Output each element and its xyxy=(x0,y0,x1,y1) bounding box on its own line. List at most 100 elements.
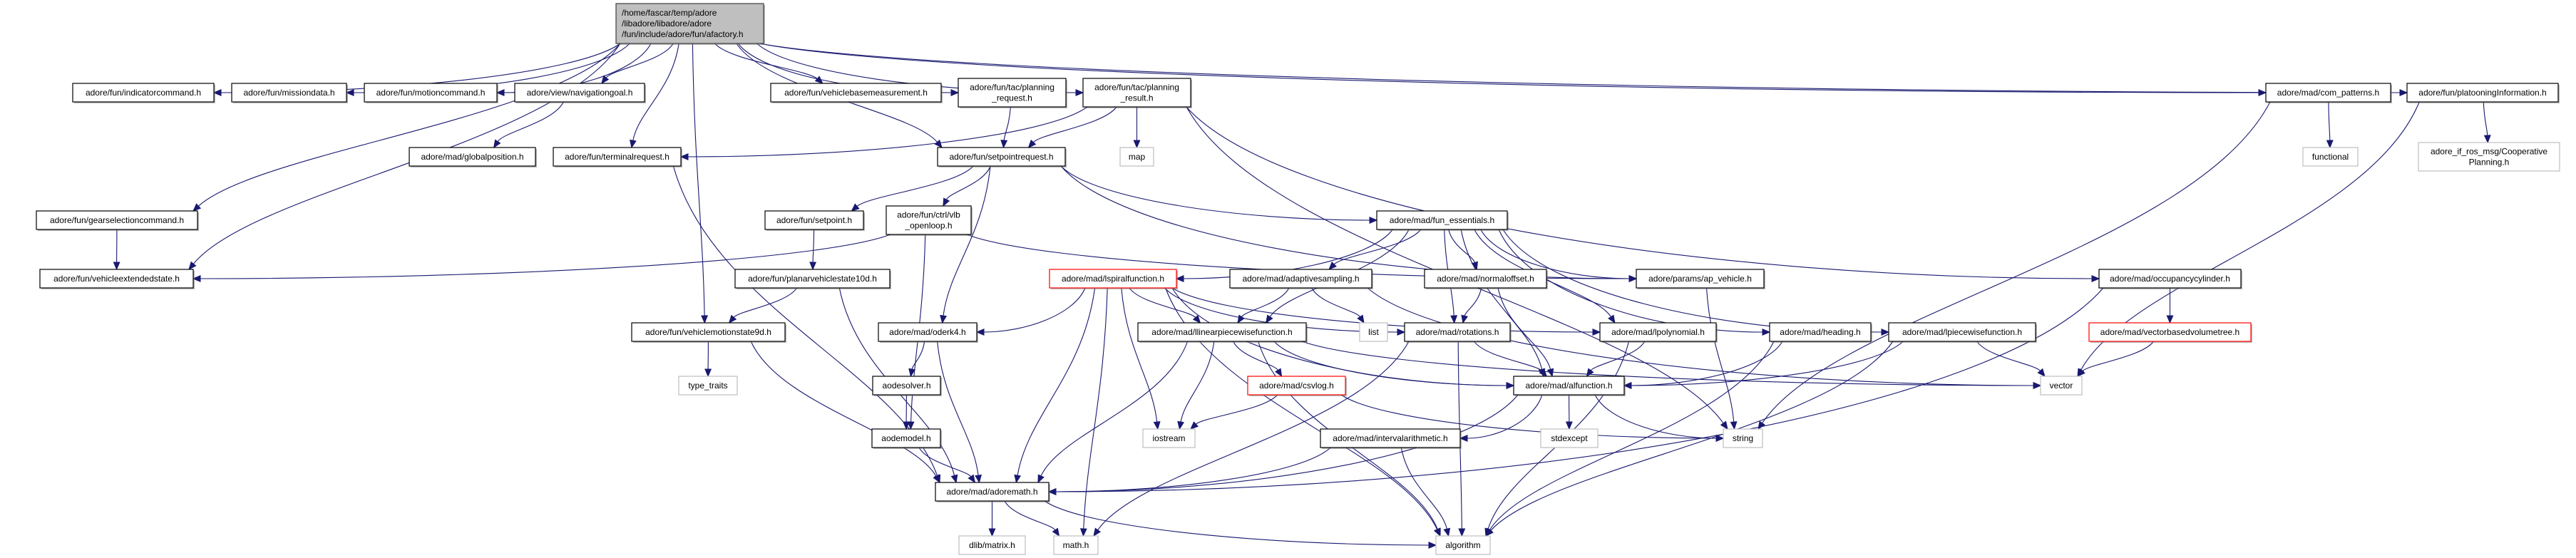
node-intervalarithmetic[interactable]: adore/mad/intervalarithmetic.h xyxy=(1320,428,1462,449)
edge-lpolynomial-to-alfunction xyxy=(1590,341,1646,371)
arrowhead-icon xyxy=(193,203,202,212)
node-lpiecewisefunction[interactable]: adore/mad/lpiecewisefunction.h xyxy=(1888,322,2037,343)
edge-planning_result-to-occupancycylinder xyxy=(1186,106,2093,279)
node-vehiclebasemeasurement[interactable]: adore/fun/vehiclebasemeasurement.h xyxy=(770,83,943,103)
node-box[interactable] xyxy=(2406,83,2559,103)
edge-llinearpiecewisefunction-to-iostream xyxy=(1180,341,1215,423)
node-llinearpiecewisefunction[interactable]: adore/mad/llinearpiecewisefunction.h xyxy=(1137,322,1308,343)
node-occupancycylinder[interactable]: adore/mad/occupancycylinder.h xyxy=(2098,269,2242,289)
node-globalposition[interactable]: adore/mad/globalposition.h xyxy=(409,147,537,167)
arrowhead-icon xyxy=(940,314,948,324)
node-box[interactable] xyxy=(1320,428,1461,448)
node-box[interactable] xyxy=(935,482,1050,502)
node-box[interactable] xyxy=(770,83,942,103)
node-alfunction[interactable]: adore/mad/alfunction.h xyxy=(1513,376,1626,396)
node-label: adore/mad/lspiralfunction.h xyxy=(1062,274,1164,284)
node-box[interactable] xyxy=(1424,269,1547,289)
node-label: _openloop.h xyxy=(904,221,952,231)
node-missiondata[interactable]: adore/fun/missiondata.h xyxy=(231,83,348,103)
node-box[interactable] xyxy=(1137,322,1307,342)
node-label: adore/mad/llinearpiecewisefunction.h xyxy=(1151,327,1292,337)
node-com_patterns[interactable]: adore/mad/com_patterns.h xyxy=(2265,83,2392,103)
edge-lspiralfunction-to-llinearpiecewisefunction xyxy=(1129,287,1196,318)
node-csvlog[interactable]: adore/mad/csvlog.h xyxy=(1247,376,1347,396)
node-box[interactable] xyxy=(1513,376,1625,396)
arrowhead-icon xyxy=(1565,421,1573,430)
node-planning_request[interactable]: adore/fun/tac/planning_request.h xyxy=(958,78,1067,108)
node-label: adore/fun/setpointrequest.h xyxy=(949,152,1053,162)
node-fun_essentials[interactable]: adore/mad/fun_essentials.h xyxy=(1376,210,1509,231)
edge-navigationgoal-to-globalposition xyxy=(497,101,564,142)
node-planning_result[interactable]: adore/fun/tac/planning_result.h xyxy=(1082,78,1192,108)
node-box[interactable] xyxy=(36,210,198,230)
node-box[interactable] xyxy=(764,210,864,230)
node-box[interactable] xyxy=(1404,322,1511,342)
node-vehicleextendedstate[interactable]: adore/fun/vehicleextendedstate.h xyxy=(39,269,195,289)
node-oderk4[interactable]: adore/mad/oderk4.h xyxy=(878,322,978,343)
node-box[interactable] xyxy=(615,3,764,44)
node-indicatorcommand[interactable]: adore/fun/indicatorcommand.h xyxy=(72,83,215,103)
arrowhead-icon xyxy=(212,89,222,96)
node-box[interactable] xyxy=(39,269,194,289)
node-aodemodel[interactable]: aodemodel.h xyxy=(871,428,942,449)
node-box[interactable] xyxy=(958,78,1067,108)
node-afactory[interactable]: /home/fascar/temp/adore/libadore/libador… xyxy=(615,3,765,45)
node-box[interactable] xyxy=(871,428,941,448)
node-planarvehiclestate10d[interactable]: adore/fun/planarvehiclestate10d.h xyxy=(734,269,891,289)
node-box[interactable] xyxy=(2098,269,2242,289)
node-motioncommand[interactable]: adore/fun/motioncommand.h xyxy=(364,83,498,103)
node-ap_vehicle[interactable]: adore/params/ap_vehicle.h xyxy=(1636,269,1765,289)
edge-vlb_openloop-to-vehicleextendedstate xyxy=(200,234,891,279)
arrowhead-icon xyxy=(701,315,709,324)
node-box[interactable] xyxy=(878,322,977,342)
node-gearselectioncommand[interactable]: adore/fun/gearselectioncommand.h xyxy=(36,210,199,231)
node-box[interactable] xyxy=(631,322,786,342)
node-box[interactable] xyxy=(553,147,682,167)
node-stdexcept: stdexcept xyxy=(1540,428,1599,448)
node-setpointrequest[interactable]: adore/fun/setpointrequest.h xyxy=(937,147,1067,167)
arrowhead-icon xyxy=(1459,435,1468,442)
node-box[interactable] xyxy=(1049,269,1177,289)
node-lspiralfunction[interactable]: adore/mad/lspiralfunction.h xyxy=(1049,269,1178,289)
edge-planning_result-to-setpointrequest xyxy=(1032,106,1117,143)
node-vlb_openloop[interactable]: adore/fun/ctrl/vlb_openloop.h xyxy=(886,205,973,236)
node-normaloffset[interactable]: adore/mad/normaloffset.h xyxy=(1424,269,1548,289)
node-heading[interactable]: adore/mad/heading.h xyxy=(1769,322,1872,343)
node-box[interactable] xyxy=(409,147,536,167)
node-adaptivesampling[interactable]: adore/mad/adaptivesampling.h xyxy=(1229,269,1373,289)
node-box[interactable] xyxy=(72,83,215,103)
node-aodesolver[interactable]: aodesolver.h xyxy=(872,376,942,396)
node-box[interactable] xyxy=(1376,210,1508,230)
node-adoremath[interactable]: adore/mad/adoremath.h xyxy=(935,482,1050,502)
node-label: adore/mad/occupancycylinder.h xyxy=(2110,274,2230,284)
node-platooningInformation[interactable]: adore/fun/platooningInformation.h xyxy=(2406,83,2560,103)
node-box[interactable] xyxy=(886,205,972,235)
node-box[interactable] xyxy=(1636,269,1765,289)
node-box[interactable] xyxy=(937,147,1066,167)
node-box[interactable] xyxy=(734,269,891,289)
node-box[interactable] xyxy=(1769,322,1872,342)
node-box[interactable] xyxy=(1229,269,1372,289)
node-box[interactable] xyxy=(1599,322,1717,342)
node-box[interactable] xyxy=(2088,322,2252,342)
node-box[interactable] xyxy=(1082,78,1191,108)
node-rotations[interactable]: adore/mad/rotations.h xyxy=(1404,322,1512,343)
edge-setpointrequest-to-oderk4 xyxy=(943,165,991,316)
node-box[interactable] xyxy=(1247,376,1346,396)
node-navigationgoal[interactable]: adore/view/navigationgoal.h xyxy=(514,83,646,103)
node-terminalrequest[interactable]: adore/fun/terminalrequest.h xyxy=(553,147,682,167)
node-box[interactable] xyxy=(2265,83,2391,103)
node-box[interactable] xyxy=(872,376,941,396)
node-box[interactable] xyxy=(1888,322,2036,342)
node-box[interactable] xyxy=(514,83,645,103)
node-vehiclemotionstate9d[interactable]: adore/fun/vehiclemotionstate9d.h xyxy=(631,322,786,343)
arrowhead-icon xyxy=(493,139,501,149)
arrowhead-icon xyxy=(1485,527,1494,537)
node-lpolynomial[interactable]: adore/mad/lpolynomial.h xyxy=(1599,322,1718,343)
arrowhead-icon xyxy=(1052,527,1060,537)
node-box[interactable] xyxy=(364,83,498,103)
node-setpoint[interactable]: adore/fun/setpoint.h xyxy=(764,210,865,231)
node-box[interactable] xyxy=(231,83,347,103)
arrowhead-icon xyxy=(1458,528,1466,537)
node-vectorbasedvolumetree[interactable]: adore/mad/vectorbasedvolumetree.h xyxy=(2088,322,2252,343)
